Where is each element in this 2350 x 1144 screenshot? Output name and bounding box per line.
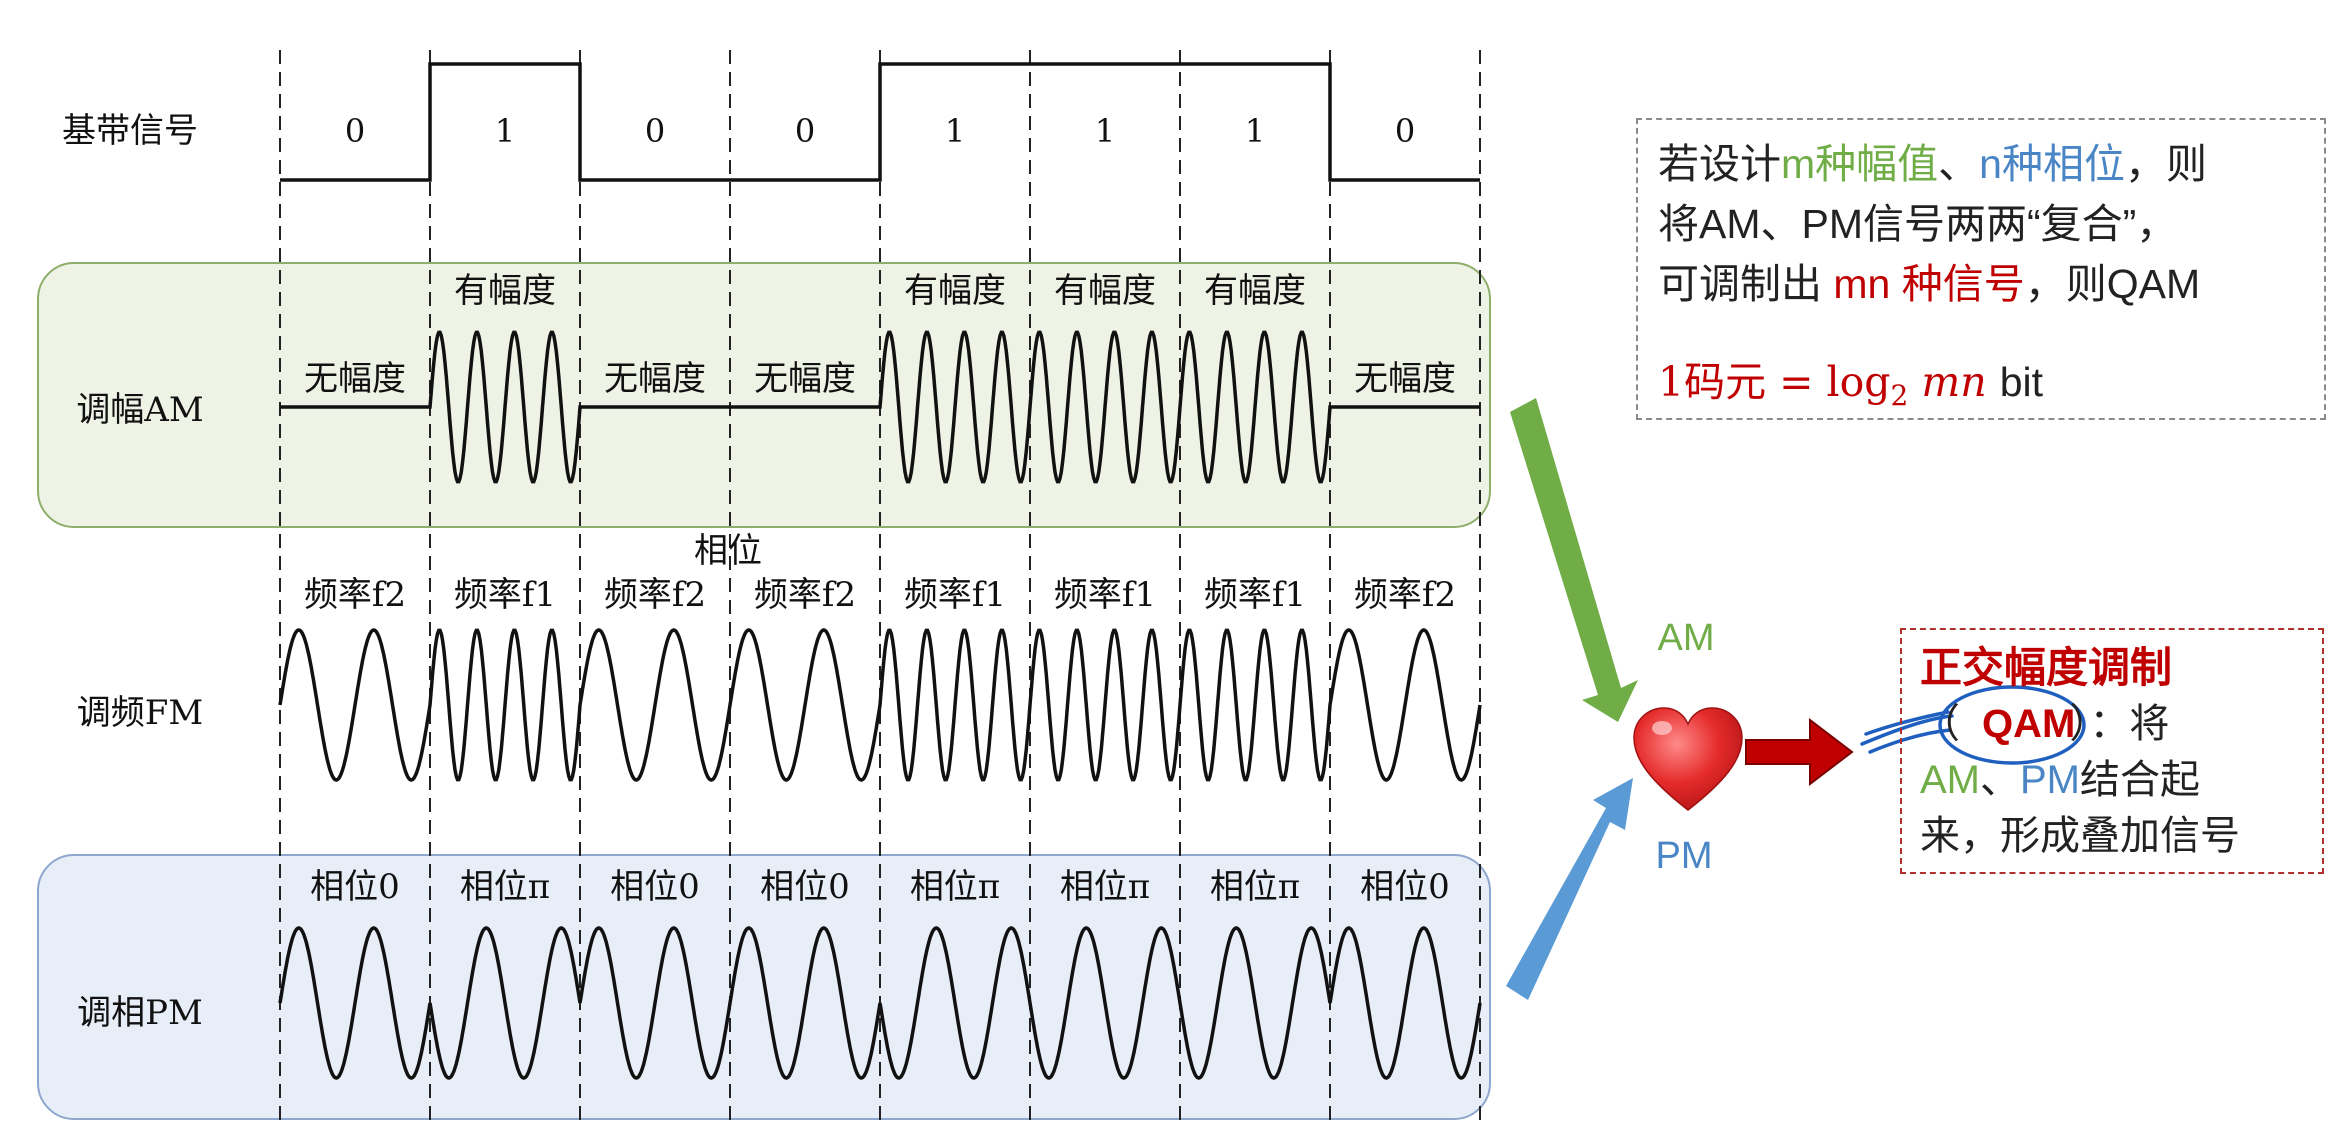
am-arrow	[1510, 398, 1638, 722]
qam-tag: QAM	[1982, 702, 2076, 746]
am-label-3: 无幅度	[754, 359, 856, 399]
heart-icon	[1633, 707, 1743, 811]
qam-title: 正交幅度调制	[1920, 644, 2173, 691]
info-line-3: 可调制出 mn 种信号，则QAM	[1658, 254, 2304, 314]
bit-label-0: 0	[345, 112, 365, 150]
am-label-2: 无幅度	[604, 359, 706, 399]
pm-arrow	[1506, 778, 1633, 1000]
symbol-bit-formula: 1码元 = log2 mn bit	[1658, 352, 2304, 426]
info-mn-signals: mn 种信号	[1833, 261, 2025, 307]
am-label-0: 无幅度	[304, 359, 406, 399]
bit-label-5: 1	[1095, 112, 1115, 150]
qam-line-3: 来，形成叠加信号	[1920, 814, 2240, 858]
pm-label-7: 相位0	[1360, 867, 1450, 907]
info-text: ，则	[2124, 141, 2207, 187]
qam-am: AM	[1920, 758, 1980, 802]
bit-label-6: 1	[1245, 112, 1265, 150]
pm-label-5: 相位π	[1060, 867, 1150, 907]
fm-label-1: 频率f1	[454, 575, 556, 615]
pm-label-4: 相位π	[910, 867, 1000, 907]
bit-label-1: 1	[495, 112, 515, 150]
bit-dividers	[279, 50, 1481, 1128]
row-label-am: 调幅AM	[76, 390, 203, 430]
ink-annotation	[1860, 685, 2086, 765]
info-text: 若设计	[1658, 141, 1781, 187]
info-text: 可调制出	[1658, 261, 1834, 307]
info-m-amplitudes: m种幅值	[1781, 141, 1939, 187]
fm-label-7: 频率f2	[1354, 575, 1456, 615]
fm-labels: 频率f2 频率f1 频率f2 频率f2 频率f1 频率f1 频率f1 频率f2	[304, 575, 1456, 615]
qam-paren: （	[1920, 702, 1960, 746]
info-line-2: 将AM、PM信号两两“复合”，	[1658, 201, 2178, 247]
qam-info-box: 若设计m种幅值、n种相位，则 将AM、PM信号两两“复合”， 可调制出 mn 种…	[1636, 118, 2326, 420]
fm-label-3: 频率f2	[754, 575, 856, 615]
heart-highlight	[1652, 721, 1672, 735]
formula-subscript: 2	[1890, 379, 1909, 413]
qam-line-2: AM、PM结合起	[1920, 752, 2304, 808]
row-label-fm: 调频FM	[77, 693, 203, 733]
merge-pm-label: PM	[1656, 835, 1713, 877]
info-text: ，则QAM	[2024, 261, 2201, 307]
qam-text: ：将	[2089, 702, 2170, 746]
qam-definition-box: 正交幅度调制 （ QAM）：将 AM、PM结合起 来，形成叠加信号	[1900, 628, 2324, 874]
pm-label-1: 相位π	[460, 867, 550, 907]
pm-waveform	[278, 926, 1482, 1080]
pm-label-0: 相位0	[310, 867, 400, 907]
fm-label-2: 频率f2	[604, 575, 706, 615]
fm-label-5: 频率f1	[1054, 575, 1156, 615]
stray-phase-label: 相位	[694, 531, 762, 571]
bit-label-4: 1	[945, 112, 965, 150]
am-label-6: 有幅度	[1204, 271, 1306, 311]
merge-am-label: AM	[1658, 617, 1715, 659]
info-line-1: 若设计m种幅值、n种相位，则	[1658, 134, 2304, 194]
am-label-4: 有幅度	[904, 271, 1006, 311]
bit-label-3: 0	[795, 112, 815, 150]
info-text: 、	[1938, 141, 1980, 187]
am-label-1: 有幅度	[454, 271, 556, 311]
info-n-phases: n种相位	[1979, 141, 2125, 187]
bit-label-7: 0	[1395, 112, 1415, 150]
formula-variable: mn	[1908, 358, 2000, 406]
pm-label-3: 相位0	[760, 867, 850, 907]
fm-label-0: 频率f2	[304, 575, 406, 615]
fm-label-4: 频率f1	[904, 575, 1006, 615]
row-label-baseband: 基带信号	[62, 111, 198, 151]
qam-text: 结合起	[2080, 758, 2200, 802]
bit-labels: 0 1 0 0 1 1 1 0	[345, 112, 1415, 150]
formula-unit: bit	[1999, 359, 2044, 405]
red-arrow	[1745, 717, 1854, 787]
pm-labels: 相位0 相位π 相位0 相位0 相位π 相位π 相位π 相位0	[310, 867, 1450, 907]
am-label-7: 无幅度	[1354, 359, 1456, 399]
row-label-pm: 调相PM	[77, 993, 203, 1033]
pm-label-6: 相位π	[1210, 867, 1300, 907]
pm-label-2: 相位0	[610, 867, 700, 907]
fm-label-6: 频率f1	[1204, 575, 1306, 615]
qam-line-1: （ QAM）：将	[1920, 696, 2304, 752]
qam-paren: ）	[2069, 702, 2090, 746]
am-label-5: 有幅度	[1054, 271, 1156, 311]
qam-pm: PM	[2020, 758, 2080, 802]
baseband-waveform	[280, 62, 1480, 182]
am-waveform	[280, 330, 1480, 484]
bit-label-2: 0	[645, 112, 665, 150]
formula-left: 1码元 = log	[1658, 358, 1891, 406]
fm-waveform	[278, 628, 1482, 782]
qam-text: 、	[1980, 758, 2020, 802]
